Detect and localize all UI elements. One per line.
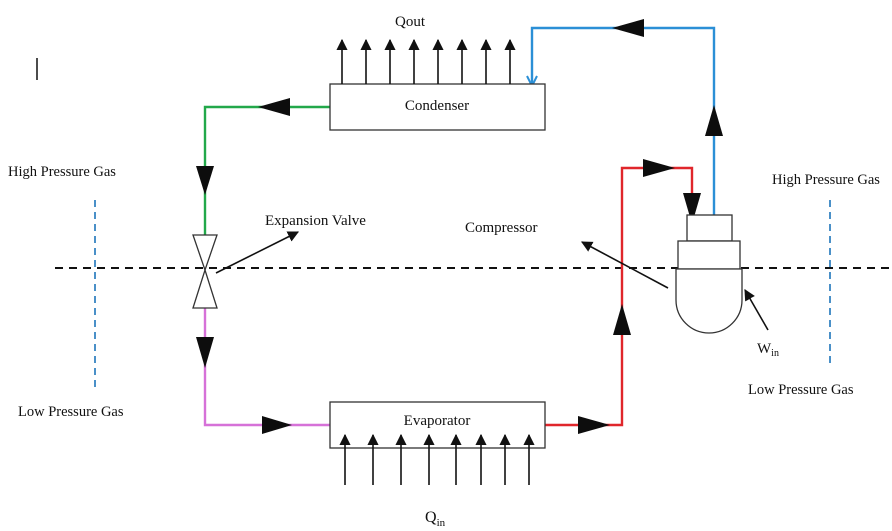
- condenser-label: Condenser: [405, 98, 469, 114]
- condenser-box: [329, 83, 546, 131]
- heat-in-arrows: [339, 433, 535, 485]
- work-in-label: Win: [757, 341, 779, 359]
- flow-arrow: [705, 105, 723, 136]
- magenta-pipe: [203, 308, 330, 427]
- flow-arrow: [262, 416, 292, 434]
- expansion-valve-label: Expansion Valve: [265, 213, 366, 229]
- flow-arrow: [612, 19, 644, 37]
- compressor-label: Compressor: [465, 220, 538, 236]
- flow-arrow: [196, 166, 214, 195]
- heat-out-arrows: [336, 38, 516, 84]
- compressor-top: [686, 214, 733, 242]
- compressor-neck: [677, 240, 741, 270]
- red-pipe: [545, 166, 694, 427]
- right-high-pressure-label: High Pressure Gas: [772, 172, 880, 188]
- flow-arrow: [613, 304, 631, 335]
- expansion-valve-pointer: [215, 231, 300, 274]
- evaporator-label: Evaporator: [404, 413, 471, 429]
- compressor-pointer: [581, 241, 669, 289]
- expansion-valve-symbol: [192, 267, 218, 309]
- expansion-valve-symbol: [192, 234, 218, 273]
- left-low-pressure-label: Low Pressure Gas: [18, 404, 124, 420]
- flow-arrow: [643, 159, 675, 177]
- work-in-pointer: [744, 289, 769, 331]
- flow-arrow: [196, 337, 214, 368]
- flow-arrow: [258, 98, 290, 116]
- flow-arrow: [683, 193, 701, 224]
- flow-arrow: [578, 416, 610, 434]
- right-low-pressure-label: Low Pressure Gas: [748, 382, 854, 398]
- heat-in-label: Qin: [425, 509, 446, 529]
- compressor-body: [675, 268, 743, 334]
- left-high-pressure-label: High Pressure Gas: [8, 164, 116, 180]
- heat-out-label: Qout: [395, 14, 426, 30]
